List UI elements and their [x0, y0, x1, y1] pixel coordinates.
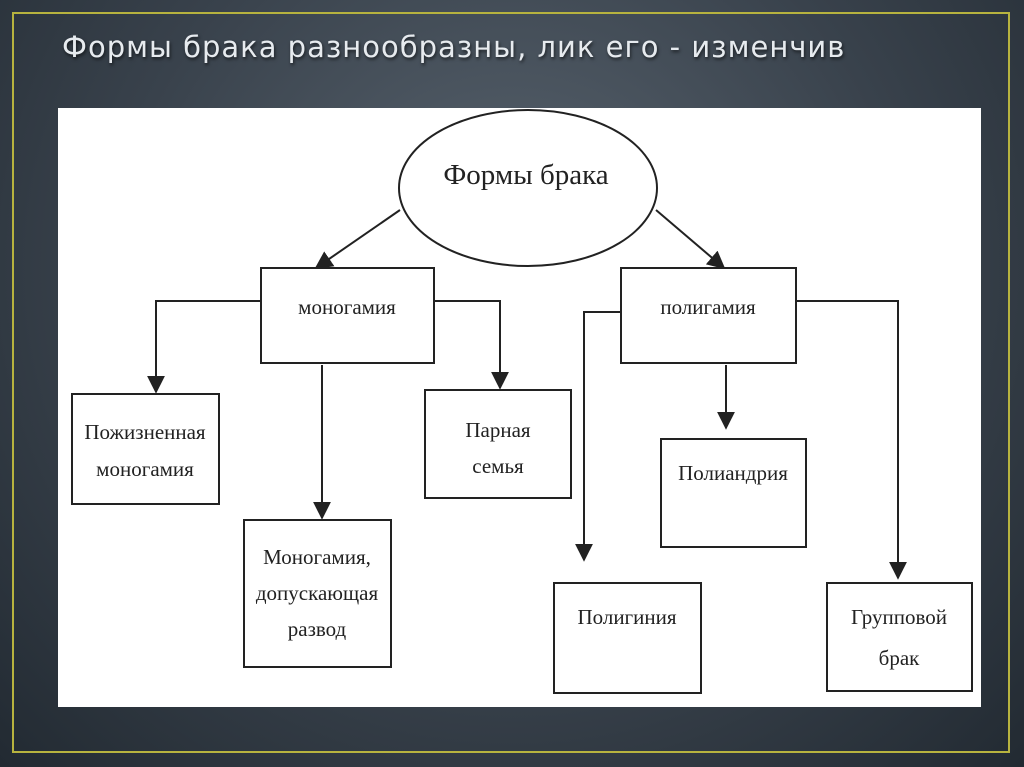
pair-line-1: Парная [465, 418, 531, 442]
lifelong-line-1: Пожизненная [84, 420, 206, 444]
root-label: Формы брака [443, 159, 608, 191]
monogamy-label: моногамия [298, 295, 396, 319]
group-line-2: брак [879, 646, 921, 670]
arrow-root-to-monogamy [314, 209, 401, 270]
polygamy-node: полигамия [620, 267, 797, 364]
arrow-monogamy-to-pair [434, 300, 509, 390]
root-node: Формы брака [398, 109, 658, 267]
pair-family-node: Парная семья [424, 389, 572, 499]
slide-frame [12, 12, 1010, 753]
divorce-line-3: развод [288, 617, 347, 641]
polygamy-label: полигамия [660, 295, 756, 319]
pair-line-2: семья [472, 454, 524, 478]
divorce-line-1: Моногамия, [263, 545, 371, 569]
polyandry-label: Полиандрия [678, 461, 788, 485]
connectors [147, 209, 907, 580]
arrow-monogamy-to-lifelong [147, 300, 261, 394]
group-line-1: Групповой [851, 605, 947, 629]
lifelong-line-2: моногамия [96, 457, 194, 481]
divorce-line-2: допускающая [256, 581, 379, 605]
arrow-root-to-polygamy [655, 209, 726, 270]
lifelong-monogamy-node: Пожизненная моногамия [71, 393, 220, 505]
polygyny-node: Полигиния [553, 582, 702, 694]
arrow-polygamy-to-group [796, 300, 907, 580]
polyandry-node: Полиандрия [660, 438, 807, 548]
marriage-forms-diagram: Формы брака моногамия полигамия Пожизнен… [71, 109, 973, 694]
diagram-canvas: Формы брака моногамия полигамия Пожизнен… [58, 108, 981, 707]
slide-title: Формы брака разнообразны, лик его - изме… [62, 30, 846, 64]
arrow-polygamy-to-polygyny [575, 311, 621, 562]
monogamy-node: моногамия [260, 267, 435, 364]
polygyny-label: Полигиния [577, 605, 676, 629]
group-marriage-node: Групповой брак [826, 582, 973, 692]
divorce-monogamy-node: Моногамия, допускающая развод [243, 519, 392, 668]
